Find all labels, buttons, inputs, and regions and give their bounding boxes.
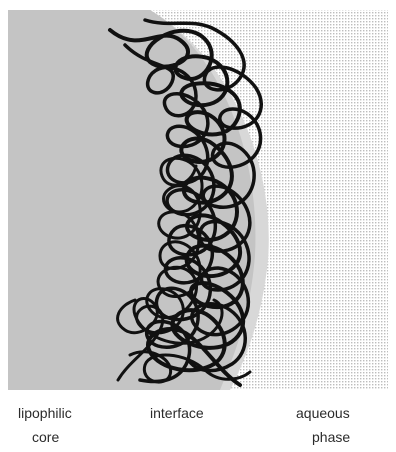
label-core-line2: core xyxy=(32,429,59,445)
label-aqueous-line2: phase xyxy=(312,429,350,445)
label-interface: interface xyxy=(150,405,204,421)
label-aqueous-line1: aqueous xyxy=(296,405,350,421)
label-core-line1: lipophilic xyxy=(18,405,72,421)
